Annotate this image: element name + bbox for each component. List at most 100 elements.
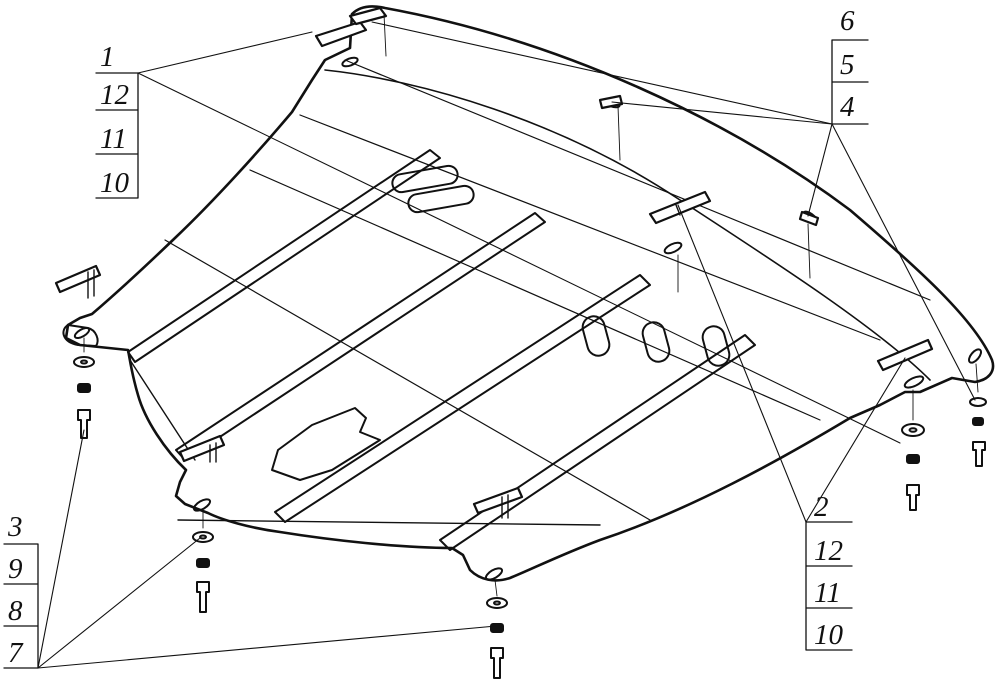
nut — [77, 383, 91, 393]
leader-lines — [37, 21, 976, 669]
washer — [901, 423, 925, 437]
fold-line-3 — [299, 114, 881, 341]
bracket-front-right — [472, 486, 524, 515]
callout-label-10: 10 — [100, 167, 130, 199]
hole-edge-2 — [484, 567, 504, 581]
callout-label-11: 11 — [100, 123, 127, 155]
plate-outline — [64, 5, 995, 582]
nut — [490, 623, 504, 633]
bolt — [906, 484, 920, 511]
bracket-top-rear — [348, 6, 388, 26]
callout-label-12: 12 — [100, 79, 129, 111]
leader-4c — [831, 123, 976, 401]
callout-label-8: 8 — [8, 595, 23, 627]
plate-bend-line-left — [129, 359, 196, 461]
leader-2b — [805, 357, 906, 523]
hole-mid-1 — [663, 241, 683, 255]
skid-plate — [62, 5, 995, 582]
bracket-right — [876, 338, 934, 372]
callout-label-11: 11 — [814, 577, 841, 609]
callout-label-1: 1 — [100, 41, 115, 73]
washer-hole — [199, 534, 207, 540]
hole-edge-1 — [192, 498, 212, 512]
centerline-6 — [975, 363, 979, 393]
fold-line-2 — [249, 169, 821, 421]
callout-label-6: 6 — [840, 5, 855, 37]
leader-7c — [37, 625, 497, 669]
leader-4a — [611, 101, 833, 125]
label-frame — [805, 521, 853, 651]
slot-vertical-2 — [641, 321, 671, 363]
fold-line-1 — [164, 239, 651, 521]
drain-cutout — [271, 407, 381, 481]
plate-openings — [73, 56, 982, 581]
plate-bend-line-front — [177, 519, 601, 526]
hole-right-1 — [903, 375, 925, 389]
centerline-2 — [617, 105, 621, 161]
label-frame — [95, 72, 139, 199]
hole-front-1 — [341, 56, 359, 68]
bracket-left — [54, 264, 102, 294]
label-frame — [831, 39, 869, 125]
rib-2 — [175, 212, 546, 461]
tab-small-1 — [598, 94, 624, 110]
washer-hole — [493, 600, 501, 606]
hole-edge-3 — [73, 326, 91, 340]
fastener-right-far — [969, 397, 987, 467]
callout-label-2: 2 — [814, 491, 829, 523]
washer — [192, 531, 214, 543]
callout-label-5: 5 — [840, 49, 855, 81]
washer-hole — [908, 427, 918, 433]
bracket-top-left — [314, 20, 368, 48]
centerline-3 — [807, 223, 811, 279]
callout-label-9: 9 — [8, 553, 23, 585]
stem-front-left — [209, 442, 217, 463]
bracket-front-left — [178, 434, 226, 463]
callout-label-12: 12 — [814, 535, 843, 567]
washer-hole — [80, 359, 88, 365]
mounting-brackets — [54, 6, 934, 515]
centerline-9 — [494, 579, 498, 597]
rib-1 — [127, 149, 441, 363]
callout-label-4: 4 — [840, 91, 855, 123]
leader-2a — [677, 204, 807, 523]
callout-label-3: 3 — [7, 511, 23, 543]
hole-right-2 — [968, 348, 982, 364]
slot-vertical-1 — [581, 315, 611, 357]
callout-label-10: 10 — [814, 619, 844, 651]
callout-label-7: 7 — [8, 637, 24, 669]
stem-left — [87, 269, 95, 299]
rib-4 — [439, 334, 756, 551]
bolt — [972, 441, 986, 467]
bracket-mid — [648, 190, 712, 225]
bolt — [490, 647, 504, 679]
stem-front-right — [501, 494, 509, 519]
centerline-1 — [383, 13, 387, 57]
fastener-front-right — [486, 597, 508, 679]
label-stack-left-top: 1 12 11 10 — [95, 41, 139, 199]
panel-fold-lines — [164, 59, 931, 521]
fasteners — [73, 356, 987, 679]
washer — [969, 397, 987, 407]
nut — [972, 417, 984, 426]
label-stack-right-bottom: 2 12 11 10 — [805, 491, 853, 651]
slot-oval-1 — [391, 164, 459, 194]
leader-1a — [137, 31, 313, 74]
bracket-stems — [87, 204, 681, 519]
label-frame — [3, 543, 39, 669]
fastener-left — [73, 356, 95, 439]
bolt — [77, 409, 91, 439]
centerlines — [83, 13, 979, 597]
fastener-front-left — [192, 531, 214, 613]
rib-3 — [274, 274, 651, 523]
leader-7b — [37, 537, 201, 669]
leader-4b — [807, 123, 833, 217]
leader-1b — [137, 72, 901, 444]
nut — [196, 558, 210, 568]
bolt — [196, 581, 210, 613]
nut — [906, 454, 920, 464]
fastener-right-mid — [901, 423, 925, 511]
tab-small-2 — [798, 210, 820, 227]
